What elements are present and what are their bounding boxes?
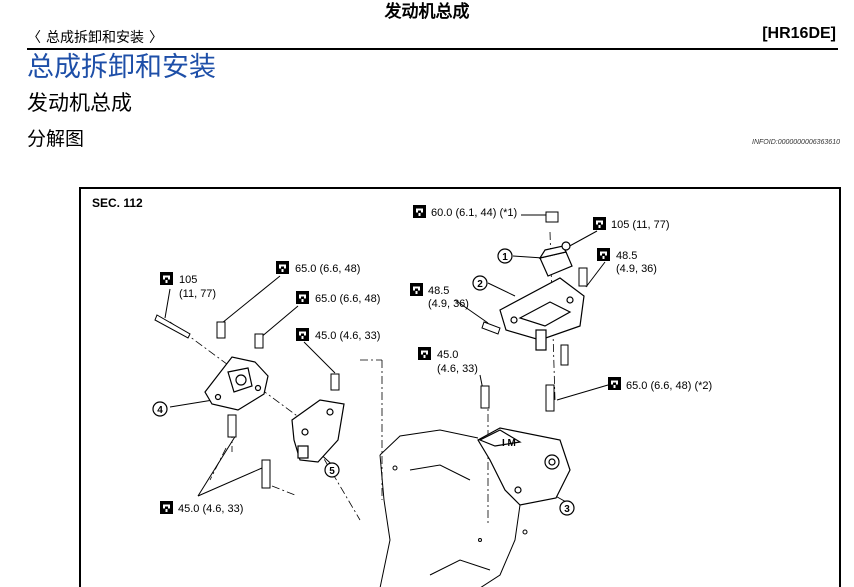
torque-label-8: 45.0 (4.6, 33): [315, 330, 380, 342]
torque-icon: [276, 261, 289, 274]
torque-label-5b: (11, 77): [179, 288, 216, 300]
page-title: 发动机总成: [384, 2, 470, 22]
torque-label-3a: 48.5: [616, 250, 637, 262]
svg-text:4: 4: [157, 405, 163, 416]
figure-frame: [79, 187, 841, 587]
torque-icon: [608, 377, 621, 390]
torque-label-5a: 105: [179, 274, 197, 286]
breadcrumb-prev-chevron-icon[interactable]: 〈: [27, 30, 41, 46]
torque-icon: [410, 283, 423, 296]
callout-3: 3: [559, 500, 575, 516]
torque-label-6: 65.0 (6.6, 48): [295, 263, 360, 275]
mount-bolts: [154, 211, 588, 489]
subsection-heading: 发动机总成: [27, 91, 132, 115]
callout-2: 2: [472, 275, 488, 291]
torque-icon: [160, 501, 173, 514]
torque-icon: [160, 272, 173, 285]
callout-1: 1: [497, 248, 513, 264]
torque-icon: [593, 217, 606, 230]
section-label: SEC. 112: [92, 196, 143, 210]
torque-label-3b: (4.9, 36): [616, 263, 657, 275]
torque-icon: [597, 248, 610, 261]
torque-icon: [413, 205, 426, 218]
torque-label-1: 60.0 (6.1, 44) (*1): [431, 207, 517, 219]
engine-mount-bracket: [291, 399, 345, 463]
torque-label-9a: 45.0: [437, 349, 458, 361]
breadcrumb-next-chevron-icon[interactable]: 〉: [149, 30, 163, 46]
engine-mount-insulator-rh: [538, 241, 573, 277]
engine-model-label: [HR16DE]: [762, 25, 836, 42]
header-divider: [27, 48, 838, 50]
torque-label-10: 65.0 (6.6, 48) (*2): [626, 380, 712, 392]
torque-icon: [418, 347, 431, 360]
torque-label-11: 45.0 (4.6, 33): [178, 503, 243, 515]
exploded-view-diagram: SEC. 112 60.0 (6.1, 44) (*1) 105 (11, 77…: [79, 187, 841, 587]
engine-mount-bracket-rh: [499, 277, 585, 351]
figure-heading: 分解图: [27, 128, 85, 150]
svg-text:5: 5: [329, 466, 335, 477]
breadcrumb-link[interactable]: 总成拆卸和安装: [46, 30, 144, 46]
callout-5: 5: [324, 462, 340, 478]
svg-text:1: 1: [502, 252, 508, 263]
info-id: INFOID:0000000006363610: [752, 139, 840, 146]
section-heading: 总成拆卸和安装: [27, 52, 216, 83]
svg-text:2: 2: [477, 279, 483, 290]
rear-engine-mount: I M: [477, 427, 571, 506]
torque-label-4a: 48.5: [428, 285, 449, 297]
engine-mount-insulator-lh: [204, 356, 269, 411]
callout-4: 4: [152, 401, 168, 417]
torque-label-9b: (4.6, 33): [437, 363, 478, 375]
breadcrumb: 〈 总成拆卸和安装 〉: [27, 27, 163, 47]
torque-label-4b: (4.9, 36): [428, 298, 469, 310]
torque-icon: [296, 328, 309, 341]
svg-text:I M: I M: [502, 438, 516, 449]
torque-icon: [296, 291, 309, 304]
svg-text:3: 3: [564, 504, 570, 515]
torque-label-7: 65.0 (6.6, 48): [315, 293, 380, 305]
torque-label-2: 105 (11, 77): [611, 219, 670, 231]
